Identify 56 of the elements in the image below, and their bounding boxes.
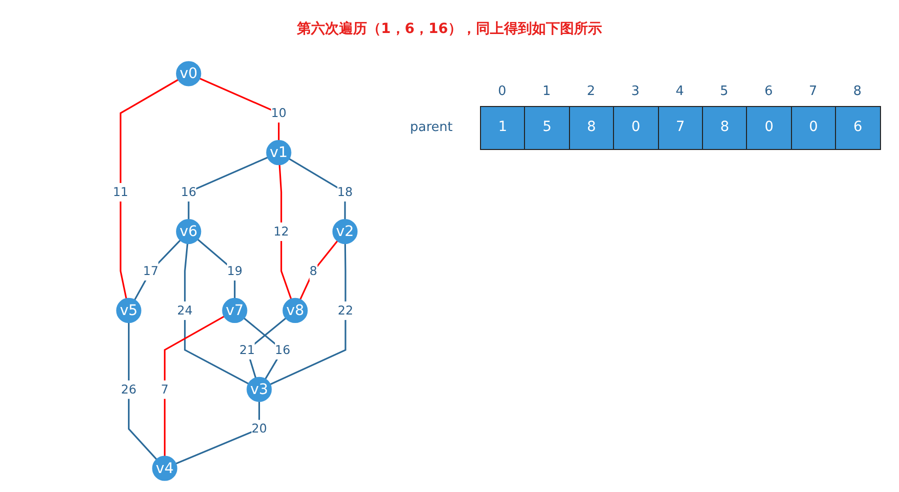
array-cell: 6 — [835, 106, 881, 150]
index-label: 7 — [808, 84, 818, 99]
connector — [164, 316, 224, 456]
array-cell: 5 — [524, 106, 570, 150]
node-circle: v1 — [266, 140, 292, 166]
connector — [176, 402, 260, 464]
edge-label: 16 — [274, 342, 290, 358]
connector — [188, 156, 268, 220]
edge-label: 24 — [177, 302, 193, 318]
array-cell: 0 — [613, 106, 659, 150]
edge-label: 19 — [226, 264, 242, 278]
connector — [288, 158, 346, 220]
index-label: 0 — [497, 84, 508, 99]
connector — [270, 244, 346, 386]
node-circle: v2 — [332, 218, 358, 244]
edge-label: 17 — [143, 264, 158, 278]
node-circle: v7 — [222, 298, 248, 324]
node-circle: v0 — [176, 61, 202, 86]
index-label: 5 — [719, 84, 730, 99]
edge-label: 21 — [239, 342, 255, 358]
title: 第六次遍历（1，6，16），同上得到如下图所示 — [297, 20, 602, 38]
edge-label: 20 — [251, 421, 267, 436]
connector — [120, 79, 178, 299]
index-label: 3 — [630, 84, 641, 99]
array-cell: 0 — [790, 106, 836, 150]
node-circle: v8 — [282, 298, 308, 324]
edge-label: 8 — [310, 264, 318, 278]
array-cell: 8 — [702, 106, 748, 150]
index-label: 6 — [763, 84, 774, 99]
array-cell: 8 — [568, 106, 614, 150]
index-label: 2 — [586, 84, 596, 99]
edge-label: 16 — [180, 184, 196, 200]
connector — [134, 240, 181, 300]
edge-label: 12 — [274, 224, 289, 239]
edge-label: 7 — [160, 382, 169, 396]
array-cell: 0 — [746, 106, 792, 150]
node-circle: v5 — [116, 298, 142, 324]
row-label: parent — [410, 120, 453, 135]
edge-label: 10 — [271, 106, 286, 120]
node-circle: v3 — [246, 376, 272, 402]
connector — [278, 164, 292, 300]
array-cell: 7 — [658, 106, 703, 150]
index-label: 1 — [541, 84, 552, 99]
array-cell: 1 — [480, 106, 526, 150]
index-label: 8 — [852, 84, 863, 99]
connector — [128, 322, 158, 460]
edge-label: 26 — [121, 382, 136, 396]
node-circle: v4 — [152, 456, 178, 481]
connector — [300, 240, 338, 300]
edge-label: 22 — [338, 302, 354, 318]
index-label: 4 — [674, 84, 685, 99]
node-circle: v6 — [176, 218, 202, 244]
edge-label: 11 — [112, 184, 128, 200]
connector — [197, 238, 236, 298]
connector — [199, 78, 280, 140]
edge-label: 18 — [337, 184, 353, 200]
